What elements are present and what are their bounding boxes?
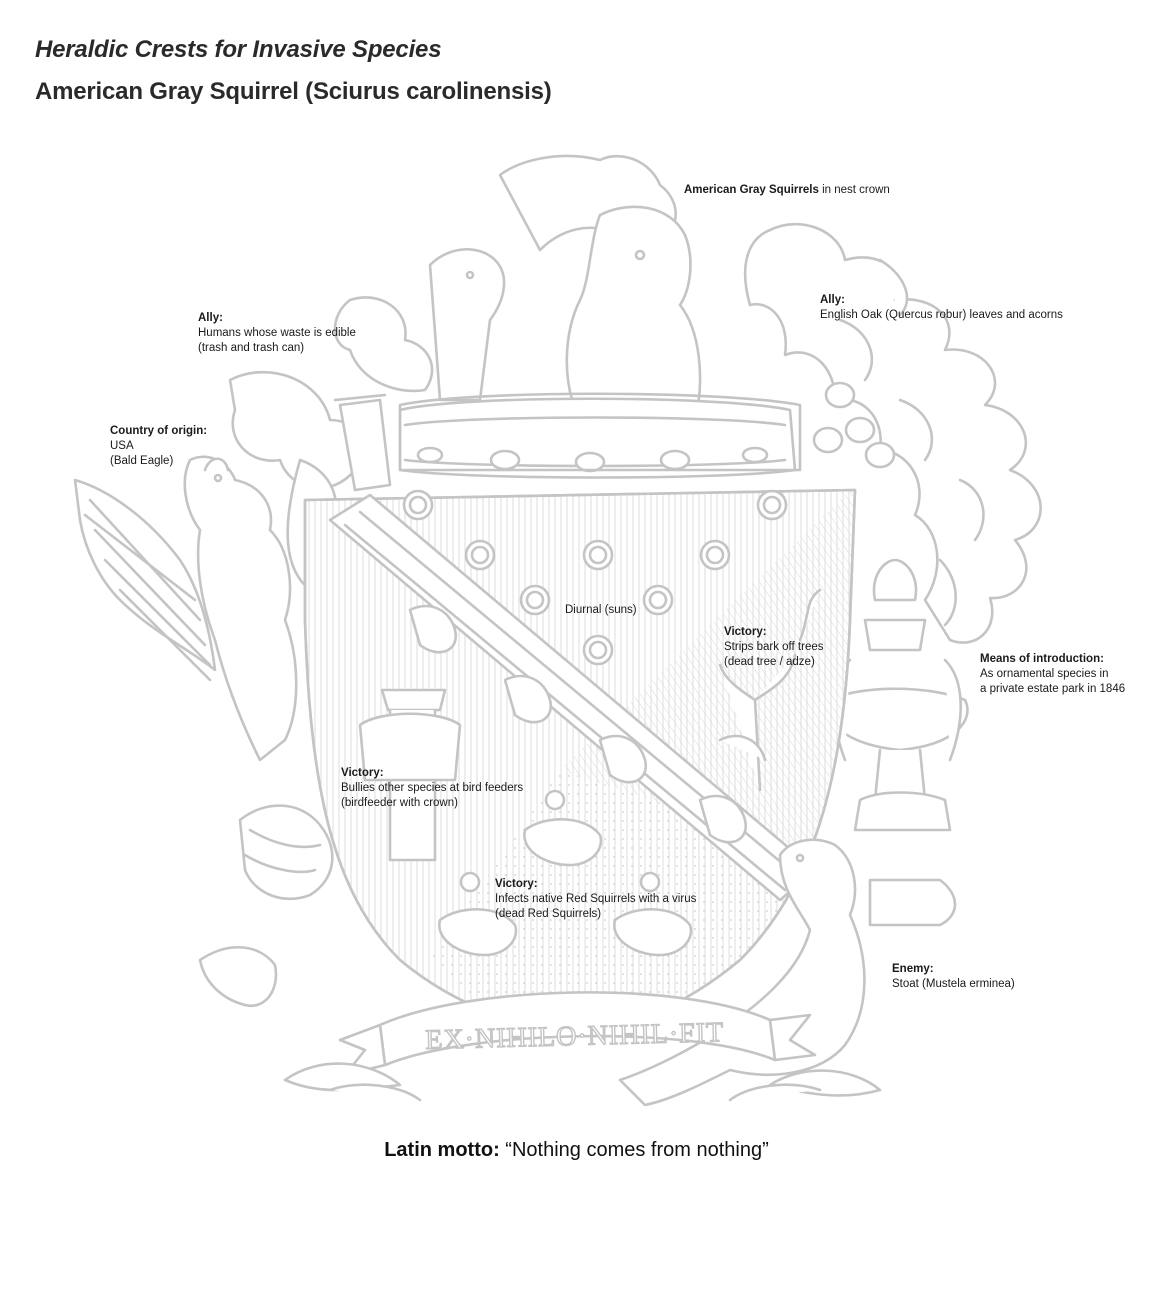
annotation-suns: Diurnal (suns) <box>565 604 637 616</box>
latin-motto-caption: Latin motto: “Nothing comes from nothing… <box>384 1139 769 1161</box>
stoat <box>618 838 866 1107</box>
annotation-ally-humans: Ally: Humans whose waste is edible (tras… <box>198 312 356 354</box>
annotation-victory-virus: Victory: Infects native Red Squirrels wi… <box>495 878 697 920</box>
page-subtitle: American Gray Squirrel (Sciurus caroline… <box>35 78 552 105</box>
annotation-victory-feeders: Victory: Bullies other species at bird f… <box>341 767 524 809</box>
annotation-crown: American Gray Squirrels in nest crown <box>684 184 890 196</box>
annotation-origin: Country of origin: USA (Bald Eagle) <box>110 425 208 467</box>
nest-crown <box>333 154 896 492</box>
motto-scroll <box>283 991 882 1102</box>
annotation-introduction: Means of introduction: As ornamental spe… <box>980 653 1126 695</box>
shield <box>303 488 857 1037</box>
oak-leaves <box>743 222 1042 644</box>
bald-eagle <box>73 455 334 1008</box>
annotation-enemy: Enemy: Stoat (Mustela erminea) <box>892 963 1015 990</box>
annotation-ally-oak: Ally: English Oak (Quercus robur) leaves… <box>820 294 1063 321</box>
page-title: Heraldic Crests for Invasive Species <box>35 36 442 63</box>
scroll-motto-text: EX·NIHILO·NIHIL·FIT <box>425 1017 725 1056</box>
annotation-victory-trees: Victory: Strips bark off trees (dead tre… <box>724 626 824 668</box>
